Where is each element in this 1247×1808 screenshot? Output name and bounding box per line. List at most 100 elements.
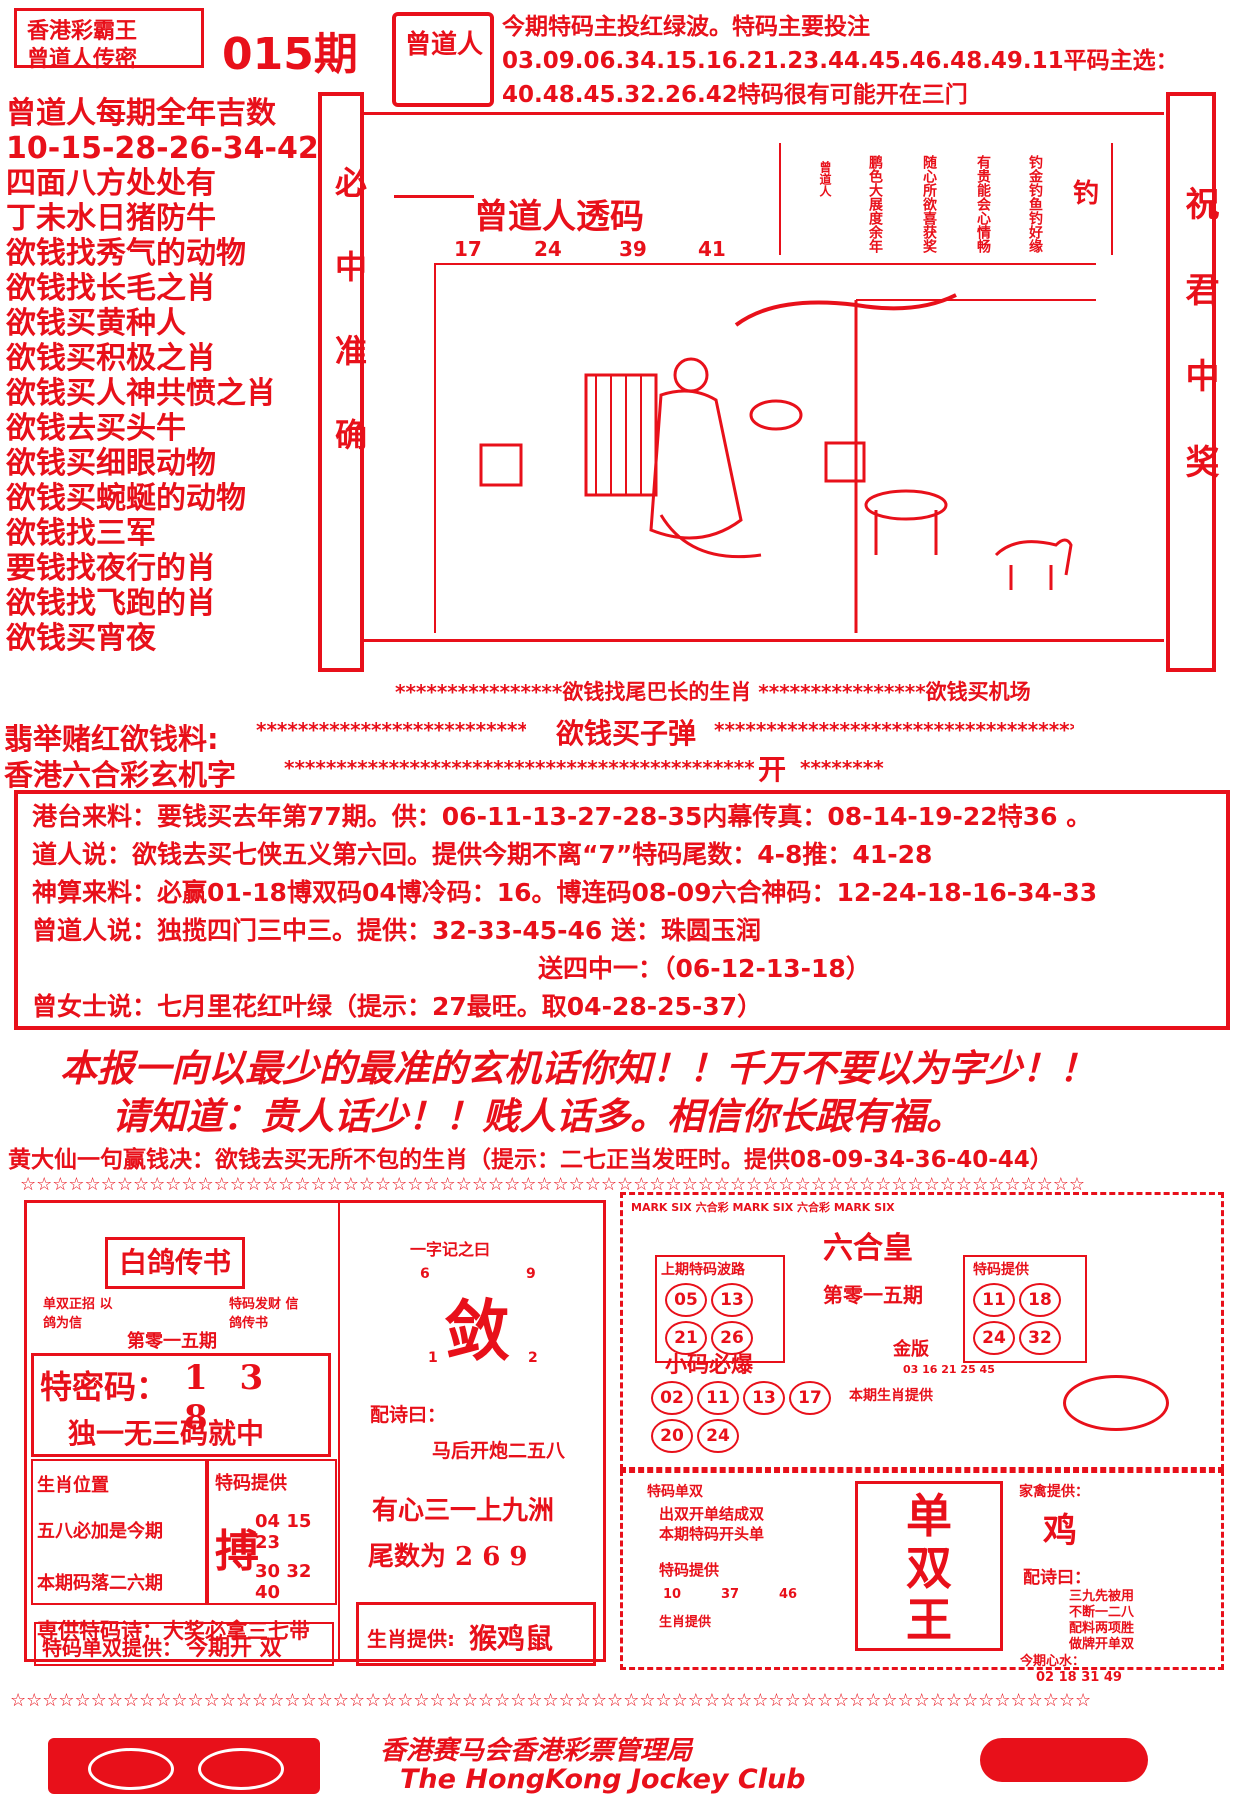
tema-tigong: 特码提供 — [659, 1561, 720, 1579]
info-box: 港台来料：要钱买去年第77期。供：06-11-13-27-28-35内幕传真：0… — [14, 790, 1230, 1030]
star-border: ☆☆☆☆☆☆☆☆☆☆☆☆☆☆☆☆☆☆☆☆☆☆☆☆☆☆☆☆☆☆☆☆☆☆☆☆☆☆☆☆… — [20, 1174, 1086, 1195]
last-nums: 02 18 31 49 — [1036, 1670, 1122, 1685]
slogan-1: 本报一向以最少的最准的玄机话你知！！千万不要以为字少！！ — [60, 1046, 1096, 1090]
right-pei-label: 配诗曰： — [1023, 1568, 1091, 1588]
star-line-1: ****************欲钱找尾巴长的生肖 **************… — [395, 680, 1031, 704]
list-item: 欲钱买细眼动物 — [6, 446, 216, 481]
tema-sub: 独一无三码就中 — [68, 1417, 265, 1450]
info-row: 道人说：欲钱去买七侠五义第六回。提供今期不离“7”特码尾数：4-8推：41-28 — [32, 840, 933, 869]
scroll-number: 17 — [454, 237, 482, 261]
ds-box — [41, 1619, 341, 1620]
emblem-icon — [1063, 1375, 1169, 1431]
scroll-number: 41 — [698, 237, 726, 261]
shuang-text1: 出双开单结成双 — [659, 1505, 765, 1523]
bottom-mid-panel: 一字记之曰 6 9 敛 1 2 配诗曰： 马后开炮二五八 有心三一上九洲 尾数为… — [338, 1200, 608, 1662]
left-list: 曾道人每期全年吉数 10-15-28-26-34-42 四面八方处处有 丁未水日… — [6, 96, 319, 656]
mid-n6: 6 — [420, 1266, 430, 1282]
mid-big-char: 敛 — [444, 1292, 510, 1370]
list-item: 欲钱买宵夜 — [6, 621, 156, 656]
footer-cn: 香港赛马会香港彩票管理局 — [380, 1736, 693, 1766]
line2-label: 翡举赌红欲钱料: — [4, 722, 219, 756]
riddle-text: 欲钱找尾巴长的生肖 — [562, 680, 752, 704]
poem-col: 有贵能会心情畅 — [975, 155, 991, 253]
poem-col: 曾道人 — [818, 161, 832, 197]
scroll-title: 曾道人透码 — [474, 197, 644, 237]
slogan-2: 请知道：贵人话少！！贱人话多。相信你长跟有福。 — [112, 1094, 963, 1138]
scroll-number: 39 — [619, 237, 647, 261]
line3-label: 香港六合彩玄机字 — [4, 758, 237, 792]
mark-six-band: MARK SIX 六合彩 MARK SIX 六合彩 MARK SIX — [631, 1201, 895, 1214]
tg-num: 10 — [663, 1587, 682, 1602]
number-circle: 24 — [697, 1419, 739, 1453]
number-circle: 13 — [743, 1381, 785, 1415]
pigeon-sub-left: 单双正招 以鸽为信 — [43, 1297, 113, 1331]
mid-pei-label: 配诗曰： — [370, 1404, 447, 1426]
scroll-left-rod: 必中准确 — [318, 92, 368, 672]
number-circle: 24 — [973, 1321, 1015, 1355]
center-issue: 第零一五期 — [823, 1283, 923, 1307]
tg-box: 特码提供 搏 04 15 23 30 32 40 — [207, 1459, 337, 1605]
number-circle: 18 — [1019, 1283, 1061, 1317]
sage-drawing — [479, 293, 1096, 633]
list-item: 欲钱买蜿蜒的动物 — [6, 481, 246, 516]
emblem-icon — [88, 1748, 174, 1790]
king-box: 单双王 — [855, 1481, 1003, 1651]
number-circle: 11 — [973, 1283, 1015, 1317]
center-gold: 金版 — [893, 1339, 929, 1360]
pigeon-title: 白鸽传书 — [105, 1237, 245, 1289]
number-circle: 13 — [711, 1283, 753, 1317]
mid-tail: 尾数为 2 6 9 — [368, 1542, 528, 1572]
number-circle: 17 — [789, 1381, 831, 1415]
logo-line1: 香港彩霸王 — [27, 19, 138, 44]
scroll-right-rod: 祝君中奖 — [1166, 92, 1219, 672]
mid-n2: 2 — [528, 1350, 538, 1366]
benqi-label: 本期生肖提供 — [849, 1388, 933, 1404]
star-border-bottom: ☆☆☆☆☆☆☆☆☆☆☆☆☆☆☆☆☆☆☆☆☆☆☆☆☆☆☆☆☆☆☆☆☆☆☆☆☆☆☆☆… — [10, 1690, 1092, 1711]
sx-line2: 本期码落二六期 — [37, 1573, 163, 1594]
bo-label: 上期特码波路 — [661, 1262, 745, 1278]
list-item: 欲钱买黄种人 — [6, 306, 186, 341]
poem-col: 钓金钓鱼钓好缘 — [1027, 155, 1043, 253]
mid-sx-box: 生肖提供: 猴鸡鼠 — [356, 1602, 596, 1666]
footer-en: The HongKong Jockey Club — [400, 1764, 806, 1795]
mid-slogan: 有心三一上九洲 — [372, 1496, 555, 1526]
issue-number: 015期 — [222, 29, 358, 80]
mid-head: 一字记之曰 — [410, 1240, 491, 1259]
ds-row: 特码单双提供： 今期开 双 — [34, 1622, 334, 1666]
tema-right-label: 特码提供 — [973, 1262, 1029, 1278]
line2-stars-right: ****************************************… — [714, 718, 1074, 742]
shuang-text2: 本期特码开头单 — [659, 1525, 765, 1543]
info-row: 曾道人说：独揽四门三中三。提供：32-33-45-46 送：珠圆玉润 — [32, 916, 761, 945]
pei-line: 做牌开单双 — [1069, 1637, 1135, 1652]
number-circle: 21 — [665, 1321, 707, 1355]
scroll-left-text: 必中准确 — [330, 166, 368, 502]
animal-illustration-rat — [394, 155, 474, 198]
list-item: 要钱找夜行的肖 — [6, 551, 216, 586]
seal-stamp: 曾道人 — [392, 12, 494, 107]
huang-line: 黄大仙一句赢钱决：欲钱去买无所不包的生肖（提示：二七正当发旺时。提供08-09-… — [8, 1147, 1053, 1173]
list-item: 10-15-28-26-34-42 — [6, 131, 319, 166]
list-item: 欲钱买积极之肖 — [6, 341, 216, 376]
list-item: 曾道人每期全年吉数 — [6, 96, 276, 131]
info-row: 曾女士说：七月里花红叶绿（提示：27最旺。取04-28-25-37） — [32, 992, 763, 1021]
riddle-text: 欲钱买机场 — [925, 680, 1031, 704]
poem-col: 随心所欲喜获奖 — [921, 155, 937, 253]
emblem-icon — [198, 1748, 284, 1790]
scroll-panel: 曾道人透码 17 24 39 41 钓 钓金钓鱼钓好缘 有贵能会心情畅 随心所欲… — [364, 112, 1164, 642]
number-circle: 26 — [711, 1321, 753, 1355]
masthead-logo: 香港彩霸王 曾道人传密 — [14, 8, 204, 72]
king-text: 单双王 — [906, 1489, 952, 1647]
tema-label: 特密码： — [40, 1368, 169, 1406]
right-label: 家禽提供： — [1019, 1484, 1089, 1500]
mid-n9: 9 — [526, 1266, 536, 1282]
footer-left-emblem — [48, 1738, 320, 1794]
number-circle: 02 — [651, 1381, 693, 1415]
lhh-logo: 六合皇 — [823, 1231, 913, 1266]
tg-nums1: 04 15 23 — [255, 1511, 312, 1553]
tg-num: 46 — [779, 1587, 798, 1602]
list-item: 欲钱找秀气的动物 — [6, 236, 246, 271]
